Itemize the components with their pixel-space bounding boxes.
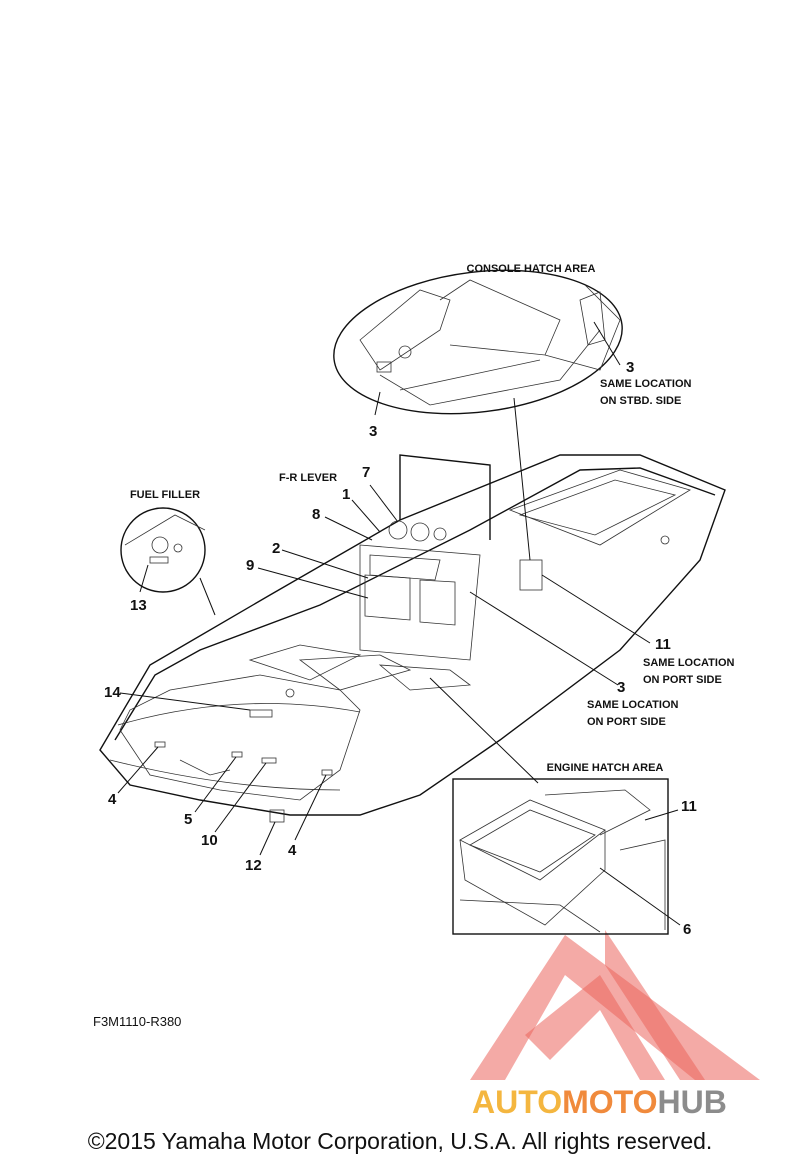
callout-14: 14 [104,684,121,701]
fuel-filler-detail [120,507,206,593]
callout-9: 9 [246,557,254,574]
callout-11-hull: 11 [655,636,671,653]
callout-13: 13 [130,597,147,614]
callout-10: 10 [201,832,218,849]
same-location-port-b-line2: ON PORT SIDE [587,716,666,728]
same-location-stbd-line1: SAME LOCATION [600,378,692,390]
callout-5: 5 [184,811,192,828]
callout-1: 1 [342,486,350,503]
callout-4-left: 4 [108,791,117,808]
same-location-port-a-line2: ON PORT SIDE [643,674,722,686]
reference-code: F3M1110-R380 [93,1014,181,1029]
watermark-logo [470,930,760,1080]
callout-6: 6 [683,921,691,938]
leader-lines [117,321,681,926]
same-location-port-a-line1: SAME LOCATION [643,657,735,669]
watermark-auto: AUTO [472,1084,562,1120]
watermark-hub: HUB [657,1084,726,1120]
copyright-text: ©2015 Yamaha Motor Corporation, U.S.A. A… [87,1128,713,1154]
callout-8: 8 [312,506,320,523]
watermark-text: AUTOMOTOHUB [472,1084,727,1120]
callout-2: 2 [272,540,280,557]
callout-3-console-left: 3 [369,423,377,440]
same-location-stbd-line2: ON STBD. SIDE [600,395,681,407]
engine-hatch-detail [452,778,669,935]
callout-7: 7 [362,464,370,481]
console-hatch-detail [333,269,623,415]
callout-3-console-right: 3 [626,359,634,376]
fuel-filler-label: FUEL FILLER [130,489,200,501]
console-hatch-area-label: CONSOLE HATCH AREA [467,263,596,275]
callout-4-right: 4 [288,842,297,859]
fr-lever-label: F-R LEVER [279,472,337,484]
callout-3-hull: 3 [617,679,625,696]
boat-hull [99,454,726,823]
watermark-moto: MOTO [562,1084,657,1120]
engine-hatch-area-label: ENGINE HATCH AREA [547,762,664,774]
same-location-port-b-line1: SAME LOCATION [587,699,679,711]
callout-11-engine: 11 [681,798,697,815]
callout-12: 12 [245,857,262,874]
